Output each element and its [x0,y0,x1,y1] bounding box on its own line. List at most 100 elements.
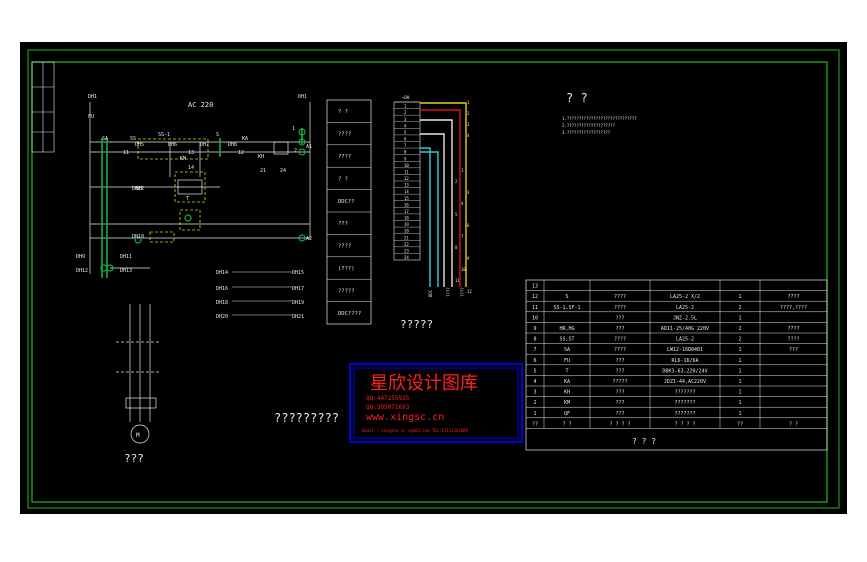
bom-cell: ??? [789,347,798,353]
node-21: 21 [260,168,266,174]
circuit-labels: AC 220 DH1 FU DH1 SA SS SS-1 S KA KH KM … [76,94,312,320]
bom-cell: 4 [533,379,536,385]
bom-cell: HR,HG [559,326,574,332]
func-cell: (???) [338,266,355,272]
bom-cell: 1 [738,368,741,374]
bom-cell: SA [564,347,570,353]
terminal-right-number: 11 [455,278,460,283]
bom-cell: LA25-2 [676,337,694,343]
bom-cell: ???? [614,337,626,343]
node-14: 14 [188,165,194,171]
node-dh19: DH19 [292,300,304,306]
watermark-email: Email : xingshe sc s@163.com TEL:1511134… [362,428,469,433]
terminal-number: 5 [404,130,407,135]
bom-cell: 12 [532,294,538,300]
node-s: S [216,132,219,138]
terminal-number: 23 [404,248,409,253]
bom-cell: ??? [615,326,624,332]
terminal-number: 6 [404,137,407,142]
bom-cell: DBK3-63,220/24V [662,368,707,374]
node-12: 12 [238,150,244,156]
bom-cell: ??? [615,315,624,321]
terminal-bottom-ddc: DDC [428,289,433,297]
bom-cell: 3 [533,390,536,396]
terminal-number: 15 [404,196,409,201]
bom-cell: ??? [615,411,624,417]
bom-cell: ??? [615,368,624,374]
bom-cell: ? ? [789,421,798,427]
node-kh: KH [258,154,264,160]
node-dh12: DH12 [76,268,88,274]
motor-circuit [116,304,160,444]
terminal-number: 17 [404,209,409,214]
terminal-number: 1 [404,104,407,109]
function-section-label: ????? [400,318,433,331]
notes-line-1: 1.????????????????????????????? [562,116,637,121]
watermark-stamp: 星欣设计图库 QQ:447255935 QQ:305071693 www.xin… [349,363,523,443]
terminal-right-number: 10 [461,267,466,272]
node-dh: DH [136,186,142,192]
bom-cell: KH [564,390,570,396]
terminal-right-number: 7 [461,234,464,239]
terminal-right-number: 2 [455,179,458,184]
terminal-number: 12 [404,176,409,181]
bom-cell: RL6-16/6A [671,358,698,364]
bom-cell: KM [564,400,570,406]
terminal-block: ~DH 123456789101112131415161718192021222… [393,95,472,297]
green-rails [101,128,303,278]
terminal-number: 11 [404,169,409,174]
bom-cell: ??????? [674,390,695,396]
node-dh6: DH6 [168,142,177,148]
node-dh15: DH15 [292,270,304,276]
bom-cell: SS,ST [559,337,574,343]
notes-line-2: 2.???????????????????? [562,123,616,128]
watermark-title: 星欣设计图库 [370,373,478,394]
green-nodes [100,128,306,272]
terminal-number: 20 [404,229,409,234]
bom-cell: ??????? [674,400,695,406]
bom-cell: LA25-2 X/2 [670,294,700,300]
node-dh20: DH20 [216,314,228,320]
bom-cell: 9 [533,326,536,332]
motor-section-label: ??? [124,452,144,465]
func-cell: DDC?? [338,199,355,205]
node-dh10: DH10 [132,234,144,240]
bom-cell: ??? [615,358,624,364]
terminal-number: 18 [404,216,409,221]
schematic-svg: AC 220 DH1 FU DH1 SA SS SS-1 S KA KH KM … [27,49,840,509]
bom-cell: 1 [738,379,741,385]
bom-cell: JNZ-2.5L [673,315,697,321]
node-dh17: DH17 [292,286,304,292]
terminal-bottom-2: ???? [446,287,451,297]
node-dh7: DH7 [200,142,209,148]
bom-cell: JDZ1-44,AC220V [664,379,706,385]
terminal-number: 14 [404,189,409,194]
node-sa: SA [102,136,108,142]
terminal-number: 19 [404,222,409,227]
terminal-number: 13 [404,183,409,188]
bom-cell: ??? [615,390,624,396]
notes-block: ? ? 1.????????????????????????????? 2.??… [562,91,637,135]
node-dh21: DH21 [292,314,304,320]
node-dh18: DH18 [216,300,228,306]
func-cell: ? ? [338,109,348,115]
terminal-head: ~DH [402,95,410,100]
bom-cell: T [565,368,568,374]
bom-cell: 2 [738,326,741,332]
motor-labels: M ??? [124,432,144,465]
bom-cell: 5 [533,368,536,374]
terminal-number: 22 [404,242,409,247]
bom-cell: ? ? ? ? [674,421,695,427]
terminal-right-number: 4 [461,201,464,206]
bom-cell: ? ? ? ? [609,421,630,427]
bom-footer: ? ? ? [632,437,656,446]
node-2: 2 [294,148,297,154]
node-ss1: SS-1 [158,132,170,138]
bom-cell: 10 [532,315,538,321]
node-dh1-right: DH1 [298,94,307,100]
bom-cell: KA [564,379,570,385]
terminal-number: 3 [404,117,407,122]
bom-cell: ???? [614,294,626,300]
node-ss: SS [130,136,136,142]
bom-cell: ???? [787,326,799,332]
